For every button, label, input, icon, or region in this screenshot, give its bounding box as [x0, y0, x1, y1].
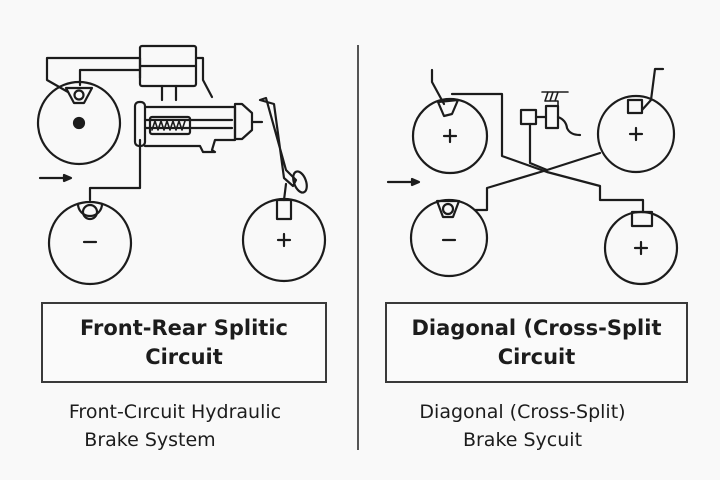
- left-caption: Front-Cırcuit Hydraulic Brake System: [30, 398, 320, 454]
- master-cylinder: [133, 100, 264, 154]
- plus-sign: [628, 126, 644, 142]
- brake-line-diagonal-1: [450, 92, 645, 214]
- left-caption-line-2: Brake System: [84, 429, 216, 451]
- left-title-line-1: Front-Rear Splitic: [80, 315, 288, 340]
- left-diagram: [36, 44, 327, 286]
- cylinder-flange: [133, 100, 147, 148]
- reservoir-port: [160, 84, 178, 102]
- wheel-front-left: [411, 97, 489, 175]
- caliper-front-left: [64, 86, 94, 105]
- caliper-port: [441, 202, 455, 216]
- master-cylinder-body: [544, 104, 560, 130]
- caliper-rear-left: [76, 202, 104, 218]
- bleeder-line: [640, 67, 665, 112]
- flow-arrow-icon: [386, 177, 421, 187]
- left-title-line-2: Circuit: [145, 344, 223, 369]
- reservoir-pipe: [194, 56, 214, 99]
- plus-sign: [442, 128, 458, 144]
- wheel-front-right: [596, 94, 676, 174]
- caliper-rear-left: [435, 199, 461, 219]
- right-caption-line-2: Brake Sycuit: [462, 429, 583, 451]
- mount-bracket: [541, 91, 569, 107]
- caliper-front-left: [436, 98, 460, 118]
- proportioning-valve: [519, 108, 538, 126]
- right-title-line-1: Diagonal (Cross-Split: [411, 315, 662, 340]
- right-diagram: [386, 67, 679, 286]
- bleeder-line: [430, 68, 446, 106]
- flow-arrow-icon: [38, 173, 73, 183]
- right-title-box: Diagonal (Cross-Split Circuit: [385, 302, 688, 383]
- caliper-port: [73, 89, 85, 101]
- caliper-front-right: [626, 98, 644, 115]
- pedal-hose: [556, 115, 582, 137]
- cylinder-cap: [233, 102, 254, 141]
- brake-line-front-2: [78, 68, 142, 87]
- brake-pedal: [258, 96, 298, 188]
- wheel-rear-left: [47, 200, 133, 286]
- brake-line-diagonal-2: [473, 151, 602, 212]
- caliper-port: [81, 203, 99, 221]
- left-caption-line-1: Front-Cırcuit Hydraulic: [68, 401, 282, 423]
- spring-icon: [151, 120, 186, 131]
- brake-line-rear: [88, 138, 142, 202]
- plus-sign: [276, 232, 292, 248]
- left-title-box: Front-Rear Splitic Circuit: [41, 302, 327, 383]
- caliper-rear-right: [630, 210, 654, 228]
- piston: [148, 115, 192, 136]
- brake-line-valve: [528, 122, 549, 172]
- caliper-rear-right: [275, 198, 293, 221]
- wheel-front-left: [36, 80, 122, 166]
- right-caption-line-1: Diagonal (Cross-Split): [419, 401, 626, 423]
- right-title-line-2: Circuit: [497, 344, 576, 369]
- pedal-pad: [292, 170, 308, 194]
- panel-divider: [357, 45, 359, 450]
- plus-sign: [633, 240, 649, 256]
- wheel-rear-left: [409, 198, 489, 278]
- right-caption: Diagonal (Cross-Split) Brake Sycuit: [390, 398, 655, 454]
- wheel-hub: [72, 116, 86, 130]
- pedal-link: [282, 182, 288, 202]
